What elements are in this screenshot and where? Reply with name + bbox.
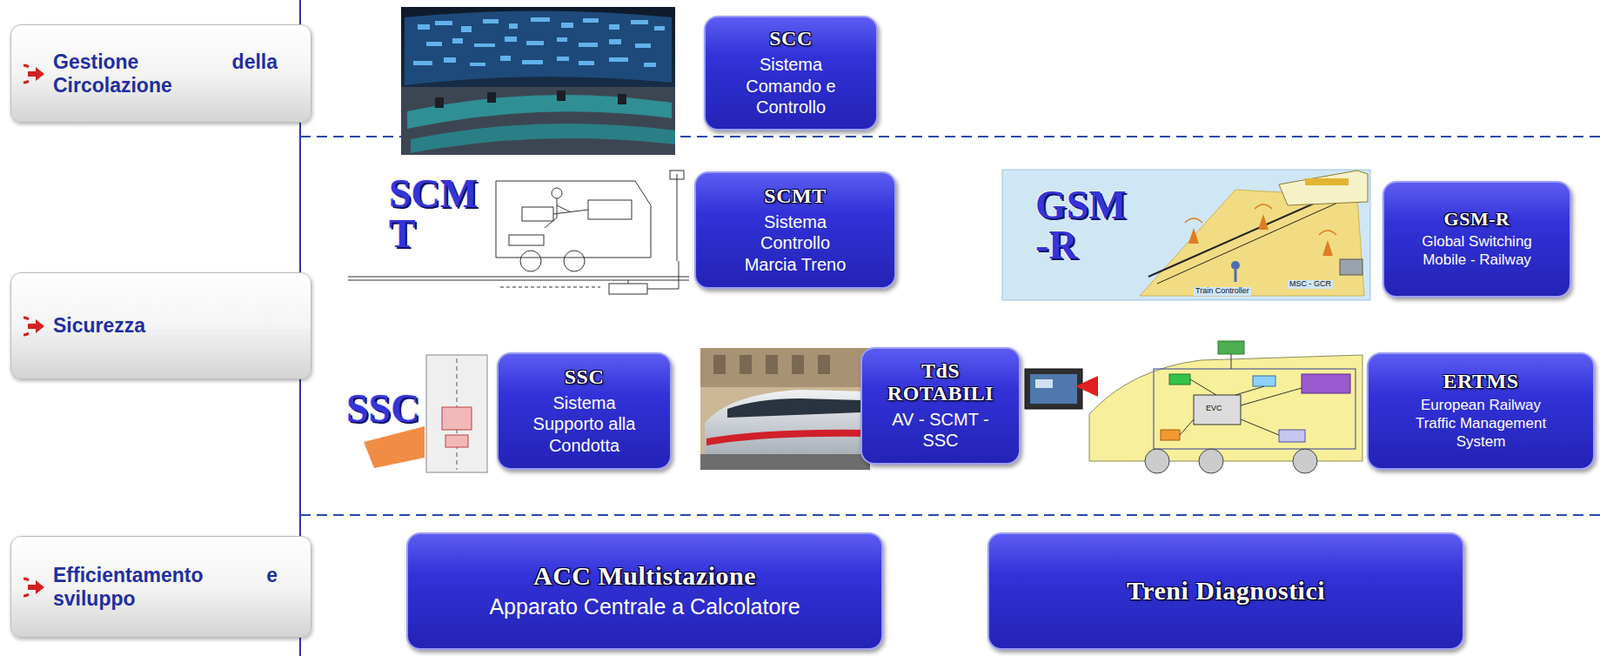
- section-tab: Efficientamento e sviluppo: [10, 535, 312, 638]
- box-body: Sistema Controllo Marcia Treno: [736, 211, 855, 275]
- component-label: MSC - GCR: [1287, 280, 1333, 289]
- ertms-schematic: [1075, 341, 1363, 474]
- system-box: SCMT Sistema Controllo Marcia Treno: [694, 171, 897, 289]
- text-group: ACC MultistazioneApparato Centrale a Cal…: [427, 562, 863, 621]
- scmt-schematic: [348, 170, 690, 295]
- overlay-title: SCMT: [388, 174, 492, 255]
- text-group: Sicurezza: [53, 314, 278, 337]
- box-heading: ERTMS: [1403, 370, 1559, 394]
- box-heading: ACC Multistazione: [427, 562, 863, 590]
- section-title: Efficientamento e sviluppo: [53, 563, 278, 610]
- overlay-title: SSC: [346, 388, 434, 429]
- text-group: Gestione della Circolazione: [53, 50, 278, 97]
- train-photo: [700, 348, 871, 470]
- text-group: GSM-R Global Switching Mobile - Railway: [1405, 208, 1549, 269]
- section-divider: [300, 514, 1600, 516]
- box-heading: TdS ROTABILI: [879, 360, 1002, 406]
- box-body: AV - SCMT - SSC: [879, 408, 1002, 452]
- section-tab: Sicurezza: [10, 272, 312, 380]
- cab-display: [1024, 368, 1083, 409]
- gsmr-map: [1002, 169, 1371, 301]
- text-group: SCCSistema Comando e Controllo: [734, 27, 848, 118]
- box-heading: SSC: [525, 366, 643, 389]
- bullet-arrow: [23, 575, 47, 599]
- system-box: SSC Sistema Supporto alla Condotta: [496, 352, 672, 470]
- box-body: Sistema Supporto alla Condotta: [525, 392, 643, 456]
- component-label: EVC: [1204, 404, 1225, 414]
- overlay-title: GSM-R: [1035, 185, 1133, 266]
- system-box: TdS ROTABILIAV - SCMT - SSC: [860, 347, 1021, 465]
- text-group: Treni Diagnostici: [1008, 576, 1444, 605]
- bullet-arrow: [23, 314, 47, 338]
- system-box: GSM-R Global Switching Mobile - Railway: [1382, 180, 1572, 298]
- control-room-photo: [401, 6, 676, 155]
- text-group: ERTMSEuropean Railway Traffic Management…: [1403, 370, 1559, 451]
- text-group: SCMT Sistema Controllo Marcia Treno: [736, 185, 855, 275]
- box-heading: GSM-R: [1405, 208, 1549, 230]
- box-body: Sistema Comando e Controllo: [734, 53, 848, 118]
- box-heading: Treni Diagnostici: [1008, 576, 1444, 605]
- system-box: Treni Diagnostici: [987, 532, 1465, 650]
- system-box: ACC MultistazioneApparato Centrale a Cal…: [406, 532, 884, 650]
- box-body: European Railway Traffic Management Syst…: [1403, 396, 1559, 451]
- box-heading: SCC: [734, 27, 848, 51]
- section-title: Gestione della Circolazione: [53, 50, 278, 97]
- box-heading: SCMT: [736, 185, 855, 208]
- bullet-arrow: [23, 62, 47, 86]
- text-group: SSC Sistema Supporto alla Condotta: [525, 366, 643, 456]
- box-body: Global Switching Mobile - Railway: [1405, 233, 1549, 269]
- section-tab: Gestione della Circolazione: [10, 24, 312, 123]
- box-body: Apparato Centrale a Calcolatore: [427, 593, 863, 621]
- section-title: Sicurezza: [53, 314, 278, 337]
- component-label: Train Controller: [1193, 287, 1252, 296]
- system-box: SCCSistema Comando e Controllo: [703, 15, 878, 131]
- system-box: ERTMSEuropean Railway Traffic Management…: [1366, 352, 1595, 470]
- text-group: TdS ROTABILIAV - SCMT - SSC: [879, 360, 1002, 452]
- text-group: Efficientamento e sviluppo: [53, 563, 278, 610]
